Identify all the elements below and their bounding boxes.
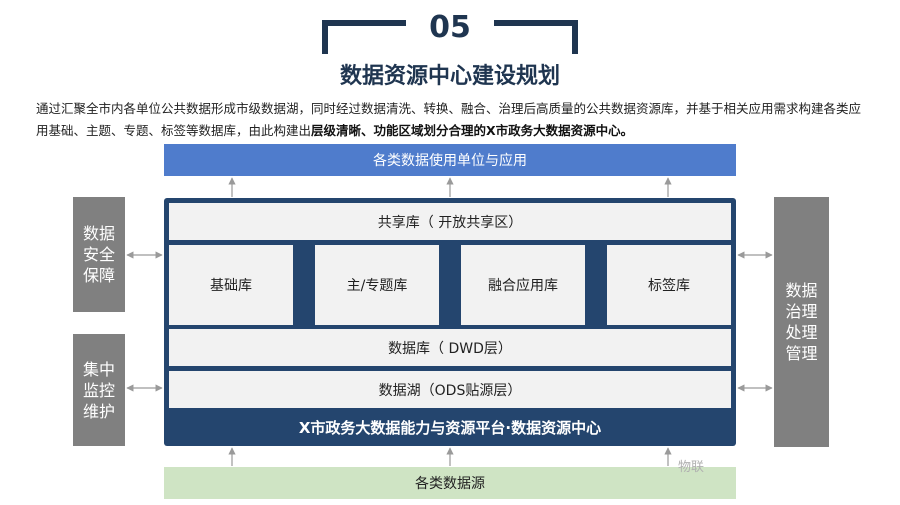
security-panel: 数据安全保障	[73, 197, 125, 312]
platform-label: X市政务大数据能力与资源平台·数据资源中心	[298, 418, 602, 437]
ods-layer: 数据湖（ODS贴源层）	[169, 371, 731, 408]
section-number: 05	[429, 10, 471, 45]
header-bracket-top-right	[494, 20, 578, 26]
library-topic: 主/专题库	[315, 245, 439, 325]
intro-bold-text: 层级清晰、功能区域划分合理的X市政务大数据资源中心。	[311, 123, 634, 138]
watermark: 物联	[678, 460, 705, 475]
header-bracket-top-left	[322, 20, 406, 26]
page-title: 数据资源中心建设规划	[339, 64, 560, 89]
library-fusion: 融合应用库	[461, 245, 585, 325]
governance-panel-label: 数据治理处理管理	[785, 281, 818, 363]
security-panel-label: 数据安全保障	[82, 224, 115, 285]
governance-panel: 数据治理处理管理	[774, 197, 829, 447]
library-tag: 标签库	[607, 245, 731, 325]
intro-text: 通过汇聚全市内各单位公共数据形成市级数据湖，同时经过数据清洗、转换、融合、治理后…	[36, 101, 862, 138]
data-consumers-bar: 各类数据使用单位与应用	[164, 144, 736, 176]
header-bracket-right	[572, 20, 578, 54]
library-basic: 基础库	[169, 245, 293, 325]
header-bracket-left	[322, 20, 328, 54]
data-sources-bar: 各类数据源	[164, 467, 736, 499]
monitoring-panel: 集中监控维护	[73, 334, 125, 446]
monitoring-panel-label: 集中监控维护	[82, 359, 115, 421]
intro-paragraph: 通过汇聚全市内各单位公共数据形成市级数据湖，同时经过数据清洗、转换、融合、治理后…	[36, 98, 866, 142]
dwd-layer: 数据库（ DWD层）	[169, 329, 731, 366]
shared-library-layer: 共享库（ 开放共享区）	[169, 203, 731, 240]
data-resource-center-frame: 共享库（ 开放共享区） 基础库 主/专题库 融合应用库 标签库 数据库（ DWD…	[164, 198, 736, 446]
